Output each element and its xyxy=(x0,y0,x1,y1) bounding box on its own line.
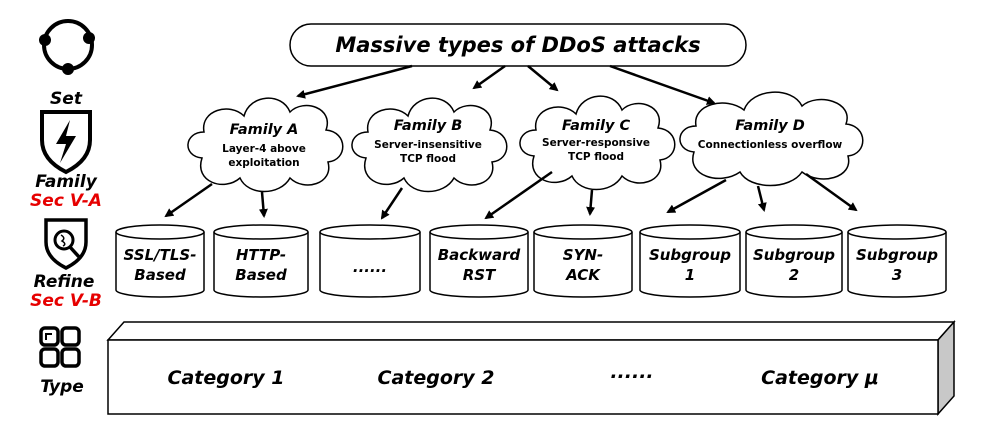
subgroup-label-2: 1 xyxy=(685,266,695,284)
subgroup-label-2: 3 xyxy=(892,266,902,284)
subgroup-label-1: Subgroup xyxy=(856,246,938,264)
family-d-title: Family D xyxy=(735,118,805,134)
root-node: Massive types of DDoS attacks xyxy=(289,23,747,67)
category-label: Category 1 xyxy=(168,367,285,389)
category-label: Category μ xyxy=(761,367,879,389)
subgroup-label-2: ACK xyxy=(565,266,601,284)
family-cloud-c: Family C Server-responsive TCP flood xyxy=(519,95,676,191)
family-label: Family xyxy=(35,172,98,192)
subgroup-cylinder: Backward RST xyxy=(429,224,529,298)
subgroup-label-1: Backward xyxy=(438,246,521,264)
category-bar: Category 1 Category 2 ...... Category μ xyxy=(106,320,956,416)
subgroup-cylinder: Subgroup 2 xyxy=(745,224,843,298)
family-cloud-d: Family D Connectionless overflow xyxy=(679,91,864,187)
subgroup-cylinder: SSL/TLS- Based xyxy=(115,224,205,298)
family-c-title: Family C xyxy=(562,118,631,134)
subgroup-label-1: SSL/TLS- xyxy=(124,246,197,264)
family-c-sub-1: Server-responsive xyxy=(542,137,650,149)
family-arrows xyxy=(164,170,858,220)
set-label: Set xyxy=(50,89,83,109)
family-cloud-a: Family A Layer-4 above exploitation xyxy=(187,97,344,193)
subgroup-cylinder: ...... xyxy=(319,224,421,298)
subgroup-label-1: Subgroup xyxy=(649,246,731,264)
type-label: Type xyxy=(40,377,84,397)
type-grid-icon xyxy=(39,326,81,368)
subgroup-cylinder: HTTP- Based xyxy=(213,224,309,298)
subgroup-label-1: SYN- xyxy=(563,246,603,264)
subgroup-label-1: Subgroup xyxy=(753,246,835,264)
category-label: ...... xyxy=(610,361,653,383)
family-b-sub-2: TCP flood xyxy=(400,153,456,165)
subgroup-cylinder: Subgroup 3 xyxy=(847,224,947,298)
subgroup-label-2: Based xyxy=(134,266,186,284)
shield-lightning-icon xyxy=(40,110,92,175)
set-icon xyxy=(39,19,95,75)
subgroup-label-2: RST xyxy=(463,266,497,284)
subgroup-label-1: ...... xyxy=(353,258,387,276)
subgroup-label-2: 2 xyxy=(789,266,799,284)
subgroup-label-1: HTTP- xyxy=(236,246,286,264)
family-a-title: Family A xyxy=(230,122,299,138)
family-a-sub-1: Layer-4 above xyxy=(222,143,306,155)
family-b-sub-1: Server-insensitive xyxy=(374,139,482,151)
family-b-title: Family B xyxy=(394,118,463,134)
refine-label: Refine xyxy=(34,272,95,292)
root-label: Massive types of DDoS attacks xyxy=(335,33,700,57)
root-arrows xyxy=(296,64,716,105)
refine-shield-search-icon xyxy=(44,218,88,270)
family-c-sub-2: TCP flood xyxy=(568,151,624,163)
subgroup-cylinder: Subgroup 1 xyxy=(639,224,741,298)
family-cloud-b: Family B Server-insensitive TCP flood xyxy=(351,97,508,193)
subgroup-cylinder: SYN- ACK xyxy=(533,224,633,298)
family-a-sub-2: exploitation xyxy=(228,157,299,169)
refine-section-ref: Sec V-B xyxy=(30,291,102,311)
family-section-ref: Sec V-A xyxy=(30,191,102,211)
subgroup-label-2: Based xyxy=(235,266,287,284)
category-label: Category 2 xyxy=(378,367,495,389)
family-d-sub-1: Connectionless overflow xyxy=(698,139,843,151)
